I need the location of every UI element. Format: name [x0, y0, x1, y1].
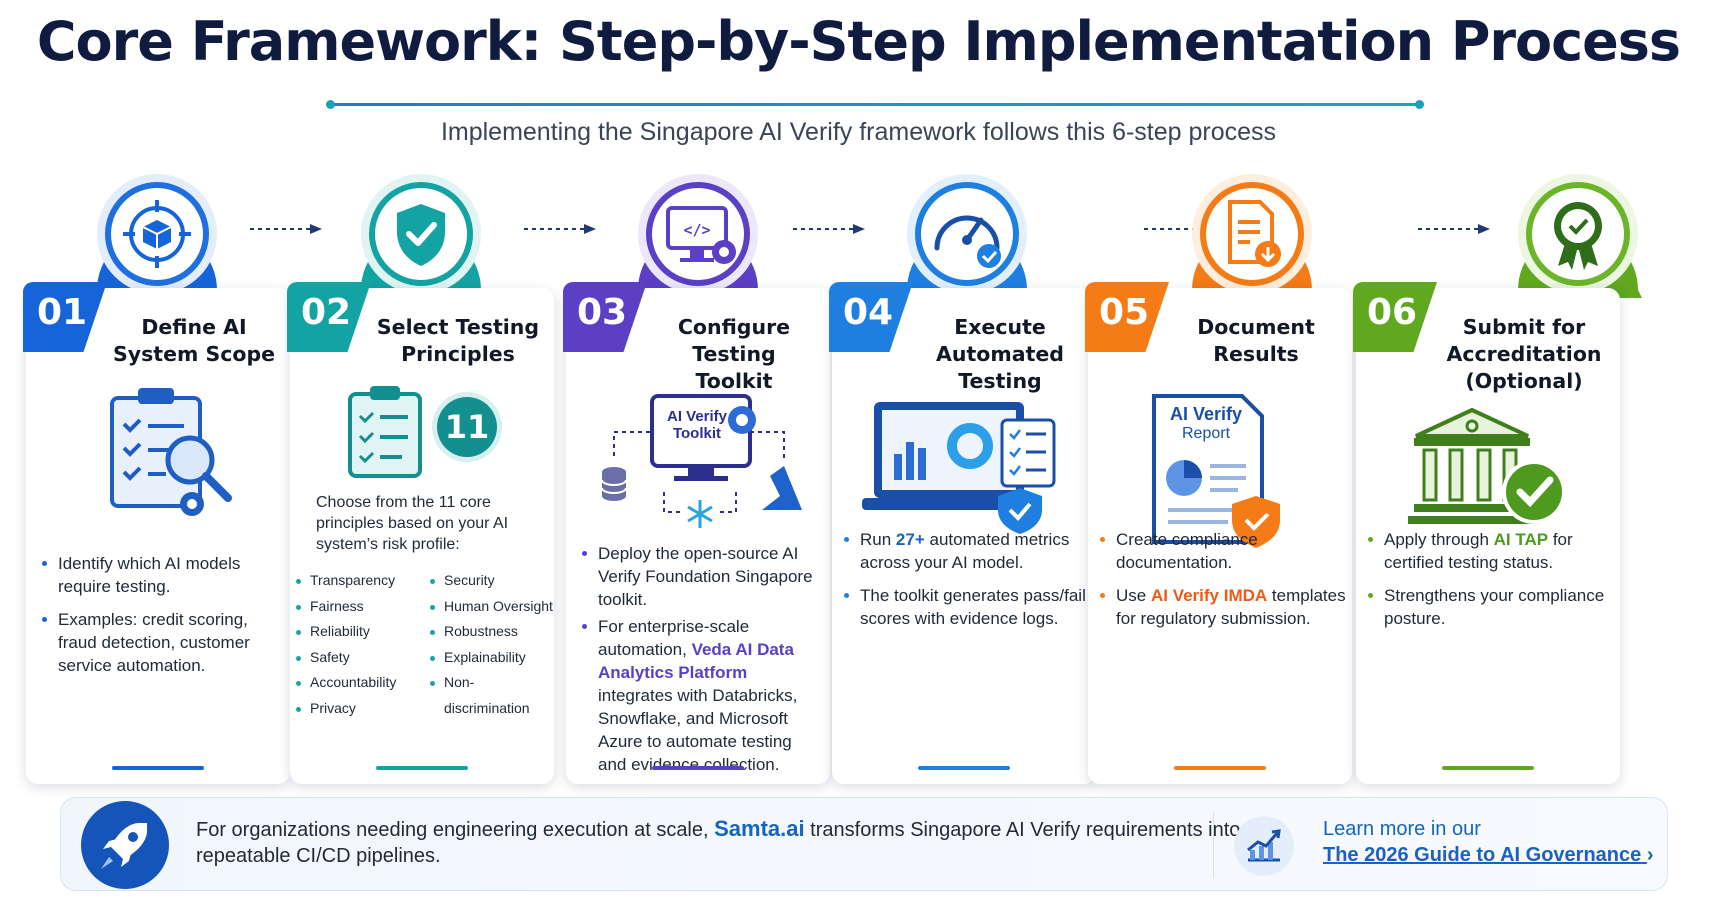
flow-arrow-2 [524, 224, 596, 234]
title-divider [326, 100, 1424, 109]
target-cube-icon [123, 200, 191, 268]
clipboard-checklist-magnifier-icon [110, 388, 232, 516]
step-bullets: Run 27+ automated metrics across your AI… [844, 528, 1090, 640]
award-ribbon-icon [1554, 202, 1602, 270]
checklist-icon [348, 386, 422, 478]
page-title: Core Framework: Step-by-Step Implementat… [36, 10, 1681, 73]
step-5-circle [1188, 174, 1316, 298]
snowflake-icon [687, 500, 713, 528]
flow-arrow-5 [1418, 224, 1490, 234]
trend-chart-icon [1234, 816, 1294, 876]
step-1-circle [93, 174, 221, 298]
guide-link[interactable]: The 2026 Guide to AI Governance › [1323, 844, 1654, 866]
page-subtitle: Implementing the Singapore AI Verify fra… [440, 118, 1277, 146]
svg-text:</>: </> [683, 221, 710, 239]
card-accent-bar [1442, 766, 1534, 770]
card-accent-bar [652, 766, 744, 770]
report-document-icon: AI Verify Report [1150, 392, 1290, 552]
step-number: 02 [287, 282, 371, 352]
step-bullets: Create compliance documentation. Use AI … [1100, 528, 1346, 640]
flow-arrow-3 [793, 224, 865, 234]
card-accent-bar [376, 766, 468, 770]
step-number: 01 [23, 282, 107, 352]
database-icon [601, 467, 627, 501]
footer-banner: For organizations needing engineering ex… [60, 797, 1668, 891]
card-accent-bar [112, 766, 204, 770]
step-number: 06 [1353, 282, 1437, 352]
institution-check-icon [1408, 407, 1566, 524]
azure-icon [762, 466, 802, 510]
gauge-check-icon [934, 215, 1001, 268]
step-number: 04 [829, 282, 913, 352]
chevron-right-icon: › [1646, 844, 1654, 866]
dashboard-laptop-shield-icon [862, 402, 1056, 534]
step-bullets: Identify which AI models require testing… [42, 552, 278, 687]
step-6-circle [1514, 174, 1642, 298]
step-bullets: Deploy the open-source AI Verify Foundat… [582, 542, 822, 786]
card-accent-bar [918, 766, 1010, 770]
learn-more-text: Learn more in our [1323, 818, 1481, 840]
step-3-circle: </> [634, 174, 762, 298]
step-number: 05 [1085, 282, 1169, 352]
principles-count-badge: 11 [432, 392, 502, 462]
step-2-circle [357, 174, 485, 298]
principles-list-right: Security Human Oversight Robustness Expl… [430, 568, 554, 722]
footer-message: For organizations needing engineering ex… [196, 816, 1241, 867]
flow-arrow-1 [250, 224, 322, 234]
code-monitor-gear-icon: </> [666, 206, 736, 264]
principles-intro: Choose from the 11 core principles based… [316, 494, 509, 553]
shield-check-icon [397, 204, 445, 266]
step-number: 03 [563, 282, 647, 352]
step-4-circle [903, 174, 1031, 298]
rocket-icon [81, 801, 169, 889]
brand-name: Samta.ai [714, 816, 805, 841]
card-accent-bar [1174, 766, 1266, 770]
footer-divider [1213, 812, 1214, 878]
document-download-icon [1228, 200, 1281, 267]
principles-list-left: Transparency Fairness Reliability Safety… [296, 568, 416, 722]
step-bullets: Apply through AI TAP for certified testi… [1368, 528, 1614, 640]
